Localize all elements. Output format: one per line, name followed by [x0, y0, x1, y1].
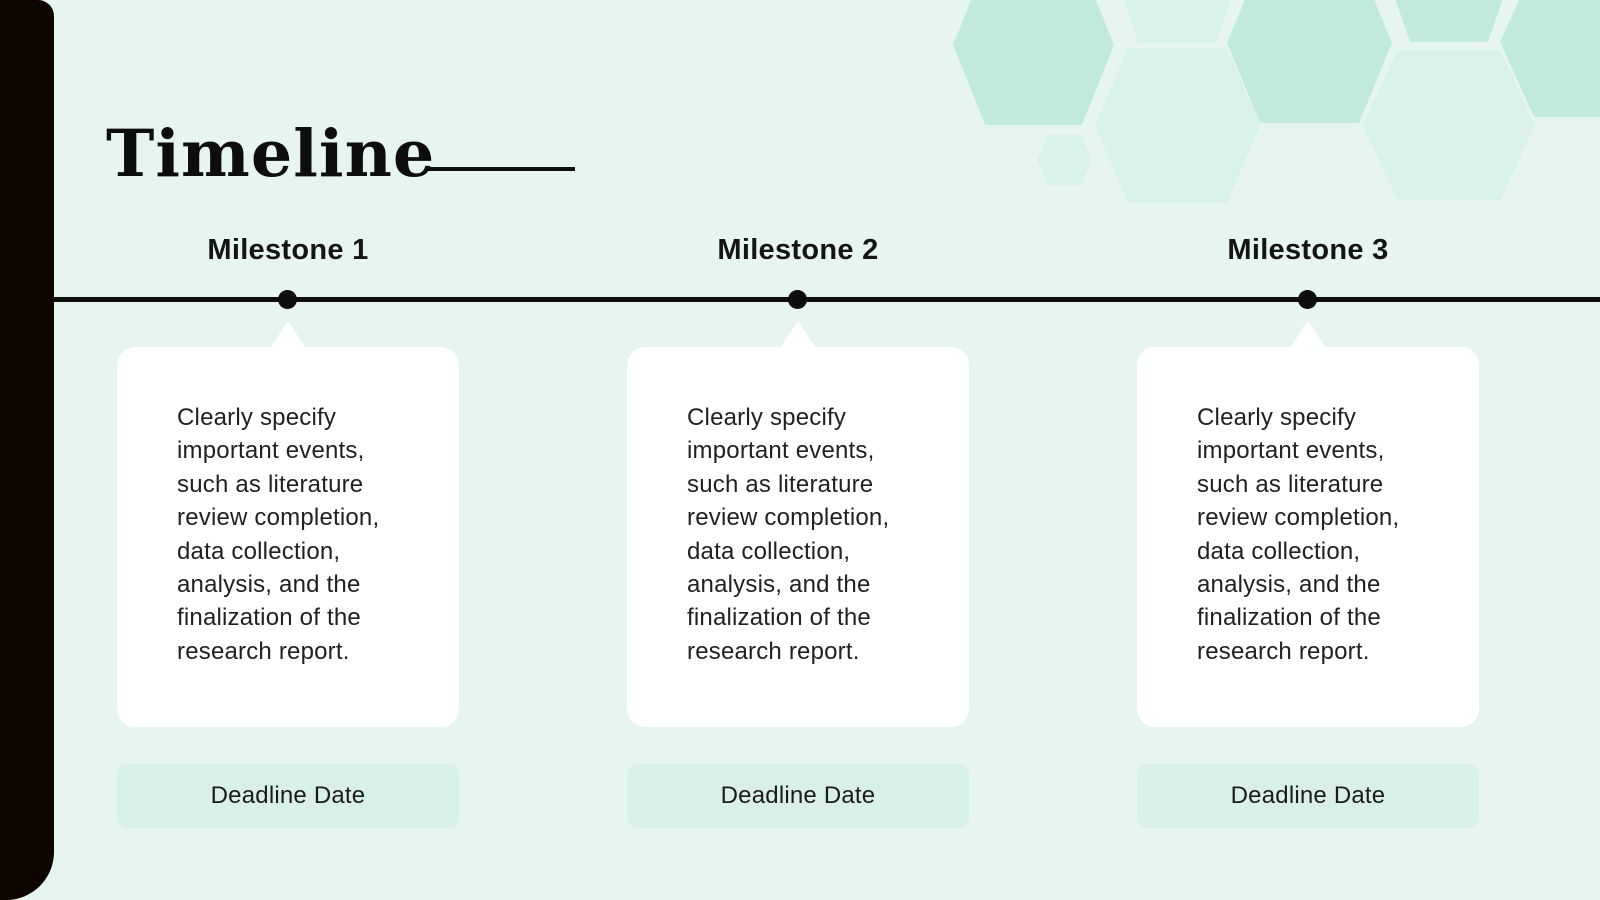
side-accent-bar: [0, 0, 54, 900]
milestone-3-card: Clearly specify important events, such a…: [1137, 347, 1479, 727]
milestone-3-card-pointer: [1290, 321, 1326, 348]
milestone-3-dot: [1298, 290, 1317, 309]
milestone-1-title: Milestone 1: [207, 234, 369, 266]
milestone-2-card-pointer: [780, 321, 816, 348]
milestone-1-card: Clearly specify important events, such a…: [117, 347, 459, 727]
hexagon-decoration: [1363, 50, 1535, 200]
hexagon-decoration: [1037, 135, 1092, 185]
milestone-3-title: Milestone 3: [1227, 234, 1389, 266]
hexagon-decoration: [1095, 48, 1260, 203]
milestone-2-dot: [788, 290, 807, 309]
milestone-1-deadline-button[interactable]: Deadline Date: [117, 764, 459, 828]
milestone-1-card-pointer: [270, 321, 306, 348]
milestone-2-card: Clearly specify important events, such a…: [627, 347, 969, 727]
hexagon-decoration: [953, 0, 1114, 125]
milestone-1-dot: [278, 290, 297, 309]
milestone-2-deadline-button[interactable]: Deadline Date: [627, 764, 969, 828]
milestone-2-description: Clearly specify important events, such a…: [687, 404, 890, 665]
page-title: Timeline: [106, 116, 436, 192]
title-rule: [426, 167, 575, 171]
hexagon-decoration: [1112, 0, 1242, 43]
milestone-2-title: Milestone 2: [717, 234, 879, 266]
milestone-1-description: Clearly specify important events, such a…: [177, 404, 380, 665]
milestone-3-description: Clearly specify important events, such a…: [1197, 404, 1400, 665]
milestone-3-deadline-button[interactable]: Deadline Date: [1137, 764, 1479, 828]
hexagon-decoration: [1384, 0, 1514, 42]
timeline-line: [54, 297, 1600, 302]
hexagon-decoration: [1227, 0, 1392, 123]
